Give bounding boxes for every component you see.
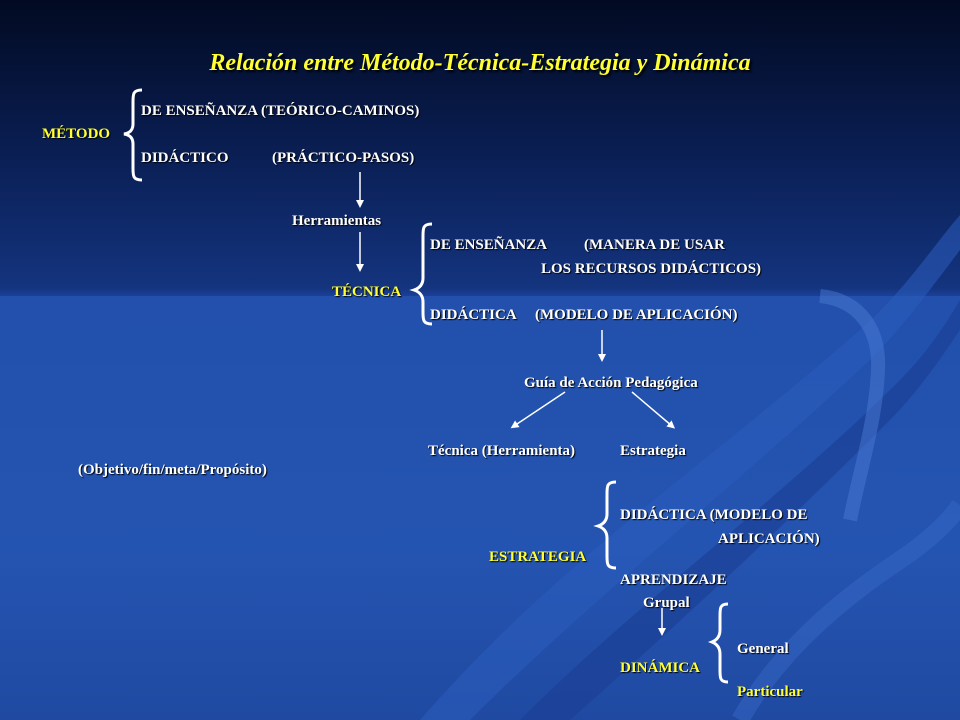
dinamica-general: General <box>737 641 789 657</box>
dinamica-particular: Particular <box>737 684 803 700</box>
dinamica-label: DINÁMICA <box>620 660 700 676</box>
tecnica-didactica-note: (MODELO DE APLICACIÓN) <box>535 307 738 323</box>
tecnica-ensenanza-note-2: LOS RECURSOS DIDÁCTICOS) <box>541 261 762 277</box>
estrategia-didactica-2: APLICACIÓN) <box>718 531 820 547</box>
guia-accion-pedagogica: Guía de Acción Pedagógica <box>524 375 698 391</box>
metodo-brace <box>123 88 143 182</box>
tecnica-ensenanza-note-1: (MANERA DE USAR <box>584 237 725 253</box>
estrategia-aprendizaje: APRENDIZAJE <box>620 572 727 588</box>
tecnica-didactica: DIDÁCTICA <box>430 307 517 323</box>
slide-title: Relación entre Método-Técnica-Estrategia… <box>209 50 751 76</box>
estrategia-label: ESTRATEGIA <box>489 549 587 565</box>
estrategia-didactica-1: DIDÁCTICA (MODELO DE <box>620 507 808 523</box>
metodo-didactico: DIDÁCTICO <box>141 150 229 166</box>
tecnica-label: TÉCNICA <box>332 284 402 300</box>
arrow-guia-tecnica <box>510 391 566 429</box>
tecnica-ensenanza: DE ENSEÑANZA <box>430 237 548 253</box>
estrategia-grupal: Grupal <box>643 595 690 611</box>
branch-estrategia: Estrategia <box>620 443 686 459</box>
arrow-guia-estrategia <box>631 391 676 429</box>
dinamica-brace <box>707 602 729 684</box>
metodo-label: MÉTODO <box>42 126 111 142</box>
metodo-didactico-note: (PRÁCTICO-PASOS) <box>272 150 415 166</box>
metodo-ensenanza: DE ENSEÑANZA (TEÓRICO-CAMINOS) <box>141 103 420 119</box>
objetivo-note: (Objetivo/fin/meta/Propósito) <box>78 462 267 478</box>
tecnica-brace <box>409 222 433 326</box>
branch-tecnica-herramienta: Técnica (Herramienta) <box>428 443 576 459</box>
herramientas-label: Herramientas <box>292 213 382 229</box>
estrategia-brace <box>593 480 617 570</box>
